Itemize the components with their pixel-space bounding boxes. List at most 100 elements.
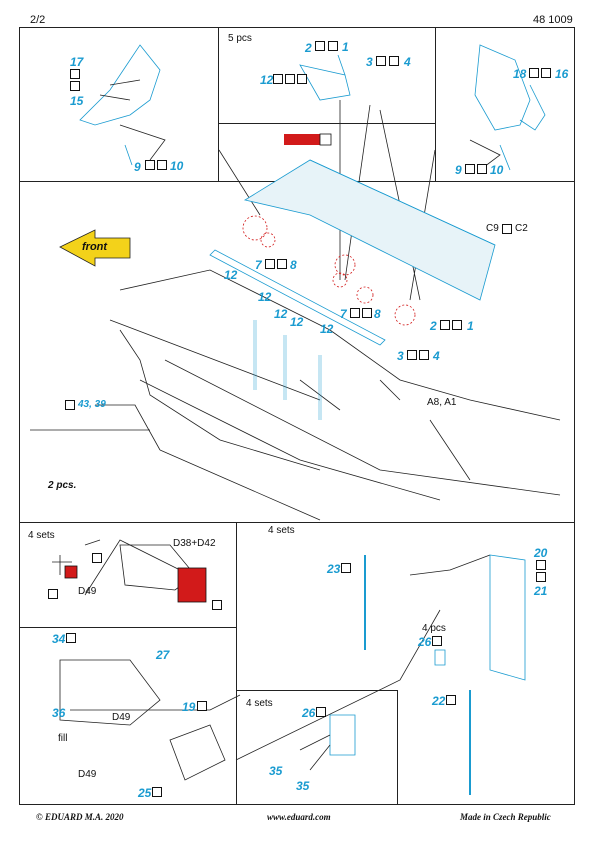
label-4pcs: 4 pcs xyxy=(422,623,446,634)
label-d38-d42: D38+D42 xyxy=(173,538,216,549)
fold-icon xyxy=(297,74,307,84)
page-number: 2/2 xyxy=(30,14,46,26)
part-9-10-b xyxy=(499,144,511,171)
callout-26a: 26 xyxy=(418,635,432,649)
callout-18: 18 xyxy=(513,67,527,81)
panel-bottom-right xyxy=(236,522,575,805)
callout-15: 15 xyxy=(70,94,84,108)
callout-9a: 9 xyxy=(134,160,141,174)
callout-12d: 12 xyxy=(274,307,288,321)
callout-19: 19 xyxy=(182,700,196,714)
callout-12e: 12 xyxy=(290,315,304,329)
callout-21: 21 xyxy=(534,584,548,598)
callout-26b: 26 xyxy=(302,706,316,720)
glue-icon xyxy=(419,350,429,360)
fold-icon xyxy=(432,636,442,646)
glue-icon xyxy=(477,164,487,174)
callout-3a: 3 xyxy=(366,55,373,69)
label-c2: C2 xyxy=(515,223,528,234)
label-c9: C9 xyxy=(486,223,499,234)
callout-25: 25 xyxy=(138,786,152,800)
glue-icon xyxy=(362,308,372,318)
callout-35b: 35 xyxy=(296,779,310,793)
fold-icon xyxy=(66,633,76,643)
part-21-22 xyxy=(489,554,526,681)
fold-icon xyxy=(70,69,80,79)
label-fill: fill xyxy=(58,733,68,744)
callout-12a: 12 xyxy=(260,73,274,87)
callout-4b: 4 xyxy=(433,349,440,363)
fold-icon xyxy=(440,320,450,330)
callout-36: 36 xyxy=(52,706,66,720)
callout-17: 17 xyxy=(70,55,84,69)
fold-icon xyxy=(48,589,58,599)
glue-icon xyxy=(536,572,546,582)
fold-icon xyxy=(145,160,155,170)
fold-icon xyxy=(315,41,325,51)
part-panel-15-17 xyxy=(79,44,161,126)
callout-9b: 9 xyxy=(455,163,462,177)
label-4sets-a: 4 sets xyxy=(28,530,55,541)
callout-1a: 1 xyxy=(342,40,349,54)
fold-icon xyxy=(446,695,456,705)
footer-website: www.eduard.com xyxy=(267,812,331,822)
part-rail-12 xyxy=(209,249,386,346)
callout-20: 20 xyxy=(534,546,548,560)
callout-3b: 3 xyxy=(397,349,404,363)
fold-icon xyxy=(465,164,475,174)
fold-icon xyxy=(407,350,417,360)
glue-icon xyxy=(389,56,399,66)
part-2-1-3-4 xyxy=(299,64,351,101)
fold-icon xyxy=(92,553,102,563)
callout-43-39: 43, 39 xyxy=(78,399,106,410)
footer-origin: Made in Czech Republic xyxy=(460,812,551,822)
callout-2b: 2 xyxy=(430,319,437,333)
label-d49-a: D49 xyxy=(78,586,97,597)
part-panel-16-18 xyxy=(474,44,531,131)
fold-icon xyxy=(529,68,539,78)
glue-icon xyxy=(328,41,338,51)
glue-icon xyxy=(273,74,283,84)
callout-1b: 1 xyxy=(467,319,474,333)
product-code: 48 1009 xyxy=(533,14,573,26)
glue-icon xyxy=(541,68,551,78)
label-4sets-c: 4 sets xyxy=(246,698,273,709)
label-a8-a1: A8, A1 xyxy=(427,397,457,408)
callout-27: 27 xyxy=(156,648,170,662)
callout-8a: 8 xyxy=(290,258,297,272)
part-red-tank-end xyxy=(177,567,207,603)
part-26 xyxy=(329,714,356,756)
part-9-10-a xyxy=(124,144,133,166)
paint-red-swatch xyxy=(284,134,320,145)
fold-icon xyxy=(316,707,326,717)
callout-23: 23 xyxy=(327,562,341,576)
label-d49-b: D49 xyxy=(112,712,131,723)
callout-12f: 12 xyxy=(320,322,334,336)
callout-8b: 8 xyxy=(374,307,381,321)
front-arrow xyxy=(59,229,131,267)
glue-icon xyxy=(285,74,295,84)
glue-icon xyxy=(70,81,80,91)
glue-icon xyxy=(452,320,462,330)
glue-icon xyxy=(65,400,75,410)
fold-icon xyxy=(265,259,275,269)
label-4sets-b: 4 sets xyxy=(268,525,295,536)
callout-2a: 2 xyxy=(305,41,312,55)
footer-copyright: © EDUARD M.A. 2020 xyxy=(36,812,124,822)
glue-icon xyxy=(277,259,287,269)
part-side-panel-c9 xyxy=(243,159,496,301)
part-19 xyxy=(169,724,226,781)
callout-10b: 10 xyxy=(490,163,504,177)
callout-12b: 12 xyxy=(224,268,238,282)
callout-10a: 10 xyxy=(170,159,184,173)
fold-icon xyxy=(197,701,207,711)
fold-icon xyxy=(536,560,546,570)
front-label: front xyxy=(82,241,108,253)
callout-16: 16 xyxy=(555,67,569,81)
fold-icon xyxy=(350,308,360,318)
fold-icon xyxy=(152,787,162,797)
callout-35a: 35 xyxy=(269,764,283,778)
label-d49-c: D49 xyxy=(78,769,97,780)
callout-4a: 4 xyxy=(404,55,411,69)
